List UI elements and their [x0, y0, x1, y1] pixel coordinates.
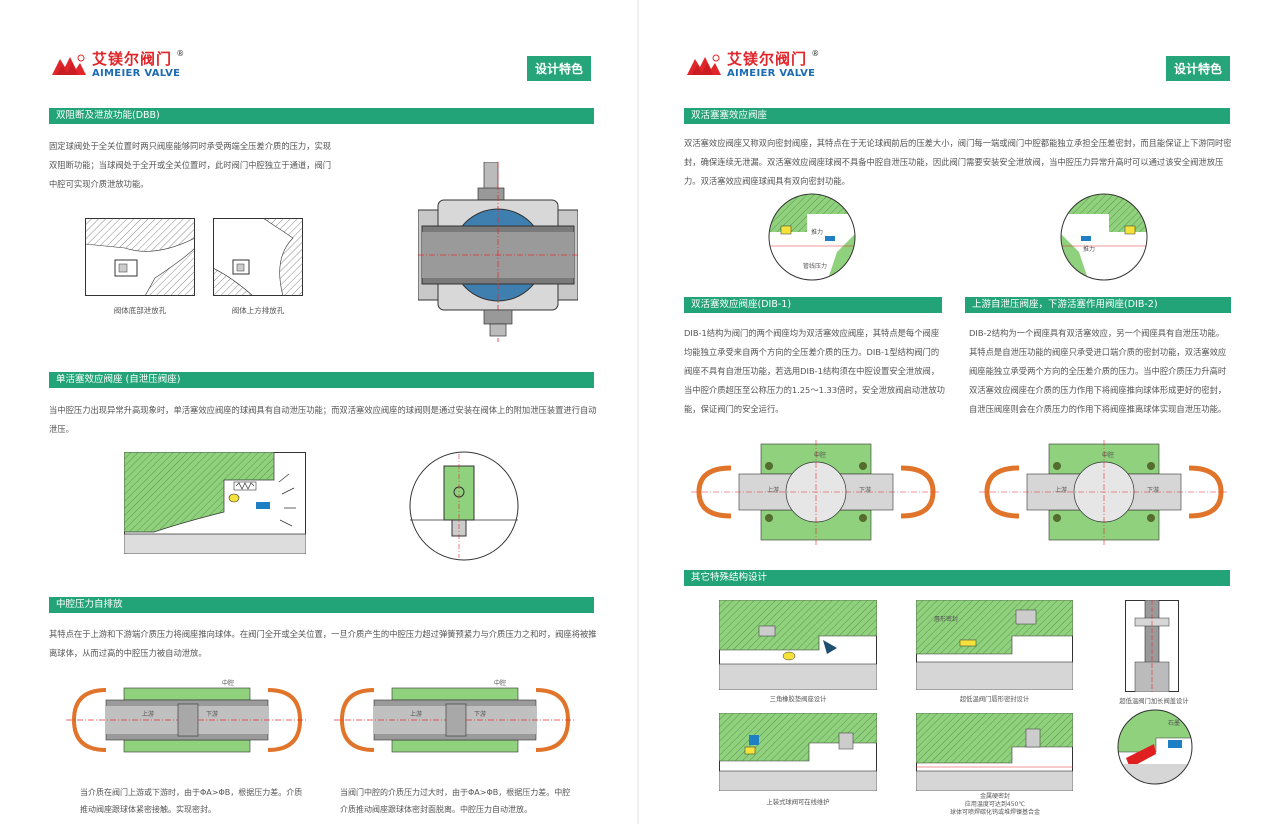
dib1-section-title: 双活塞效应阀座(DIB-1)	[684, 297, 942, 313]
triangle-seat-figure	[719, 600, 877, 690]
metal-seat-caption-2: 应用温度可达到450℃	[964, 801, 1026, 808]
cavity-body: 其特点在于上游和下游端介质压力将阀座推向球体。在阀门全开或全关位置，一旦介质产生…	[49, 629, 597, 658]
upstream-label-b: 上游	[409, 711, 422, 718]
seat-push-figure-a	[66, 680, 308, 760]
dpe-section-title: 双活塞塞效应阀座	[684, 108, 1230, 124]
cavity-section-title: 中腔压力自排放	[49, 597, 594, 613]
dbb-section-title: 双阻断及泄放功能(DBB)	[49, 108, 594, 124]
extended-bonnet-figure	[1125, 600, 1179, 692]
line-pressure-label: 管线压力	[802, 263, 827, 270]
logo-mark-icon	[50, 53, 88, 79]
push-label-right: 推力	[1082, 246, 1095, 253]
cavity-label-a: 中腔	[222, 680, 235, 687]
brand-name-en: AIMEIER VALVE	[92, 68, 181, 79]
brand-name-cn: 艾镁尔阀门	[92, 50, 173, 68]
dib2-diagram	[979, 440, 1229, 545]
right-page: 艾镁尔阀门 AIMEIER VALVE ® 设计特色 双活塞塞效应阀座 双活塞效…	[639, 0, 1277, 824]
sib-section-title: 单活塞效应阀座 (自泄压阀座)	[49, 372, 594, 388]
self-relief-seat-figure	[124, 452, 306, 554]
design-feature-tag: 设计特色	[527, 56, 592, 81]
dpe-body: 双活塞效应阀座又称双向密封阀座，其特点在于无论球阀前后的压差大小，阀门每一端或阀…	[684, 138, 1232, 186]
page-spine	[637, 0, 639, 824]
left-page: 艾镁尔阀门 AIMEIER VALVE ® 设计特色 双阻断及泄放功能(DBB)…	[0, 0, 638, 824]
dpe-detail-right-figure	[1059, 192, 1149, 282]
dbb-body: 固定球阀处于全关位置时两只阀座能够同时承受两端全压差介质的压力，实现双阻断功能；…	[49, 141, 332, 189]
registered-mark: ®	[176, 49, 185, 58]
top-entry-figure	[719, 713, 877, 791]
dib1-body: DIB-1结构为阀门的两个阀座均为双活塞效应阀座，其特点是每个阀座均能独立承受来…	[684, 328, 945, 414]
lip-seal-label: 唇形密封	[933, 616, 958, 623]
downstream-label-b: 下游	[473, 711, 486, 718]
bottom-drain-figure	[85, 218, 195, 296]
downstream-label-a: 下游	[205, 711, 218, 718]
cavity-caption-a: 当介质在阀门上游或下游时，由于ΦA>ΦB，根据压力差。介质推动阀座跟球体紧密接触…	[80, 788, 303, 814]
cavity-label-b: 中腔	[494, 680, 507, 687]
lip-seal-figure	[916, 600, 1073, 690]
dib1-diagram	[691, 440, 941, 545]
brand-logo: 艾镁尔阀门 AIMEIER VALVE ®	[50, 50, 184, 79]
dib1-cavity-label: 中腔	[813, 452, 826, 459]
brand-name-cn-right: 艾镁尔阀门	[727, 50, 808, 68]
registered-mark-right: ®	[811, 49, 820, 58]
brand-name-en-right: AIMEIER VALVE	[727, 68, 816, 79]
metal-seat-caption-1: 金属硬密封	[979, 793, 1010, 800]
top-entry-caption: 上装式球阀可在线维护	[766, 799, 830, 806]
triangle-seat-caption: 三角橡胶垫阀座设计	[769, 696, 827, 703]
dib1-upstream-label: 上游	[766, 487, 779, 494]
dib2-body: DIB-2结构为一个阀座具有双活塞效应，另一个阀座具有自泄压功能。其特点是自泄压…	[969, 328, 1227, 414]
special-section-title: 其它特殊结构设计	[684, 570, 1230, 586]
upstream-label-a: 上游	[141, 711, 154, 718]
push-label-left: 推力	[810, 229, 823, 236]
bottom-drain-caption: 阀体底部泄放孔	[113, 306, 167, 315]
graphite-label: 石墨	[1167, 720, 1180, 727]
brand-logo-right: 艾镁尔阀门 AIMEIER VALVE ®	[685, 50, 819, 79]
top-vent-figure	[213, 218, 303, 296]
sib-body: 当中腔压力出现异常升高现象时，单活塞效应阀座的球阀具有自动泄压功能；而双活塞效应…	[49, 405, 597, 434]
ball-valve-section-figure	[418, 162, 578, 342]
logo-mark-icon-right	[685, 53, 723, 79]
metal-seat-figure	[916, 713, 1073, 791]
dpe-detail-left-figure	[767, 192, 857, 282]
metal-seat-caption-3: 球体可喷焊碳化钨或堆焊镍基合金	[949, 809, 1040, 816]
dib2-upstream-label: 上游	[1054, 487, 1067, 494]
cavity-caption-b: 当阀门中腔的介质压力过大时，由于ΦA>ΦB，根据压力差。中腔介质推动阀座跟球体密…	[340, 788, 571, 814]
dib2-cavity-label: 中腔	[1101, 452, 1114, 459]
relief-port-circle-figure	[408, 450, 520, 562]
top-vent-caption: 阀体上方排放孔	[231, 306, 285, 315]
dib1-downstream-label: 下游	[858, 487, 871, 494]
dib2-downstream-label: 下游	[1146, 487, 1159, 494]
design-feature-tag-right: 设计特色	[1166, 56, 1231, 81]
lip-seal-caption: 超低温阀门唇形密封设计	[959, 696, 1030, 703]
extended-bonnet-caption: 超低温阀门加长阀盖设计	[1119, 698, 1189, 705]
seat-push-figure-b	[334, 680, 576, 760]
graphite-seal-figure	[1116, 708, 1194, 786]
dib2-section-title: 上游自泄压阀座，下游活塞作用阀座(DIB-2)	[965, 297, 1231, 313]
